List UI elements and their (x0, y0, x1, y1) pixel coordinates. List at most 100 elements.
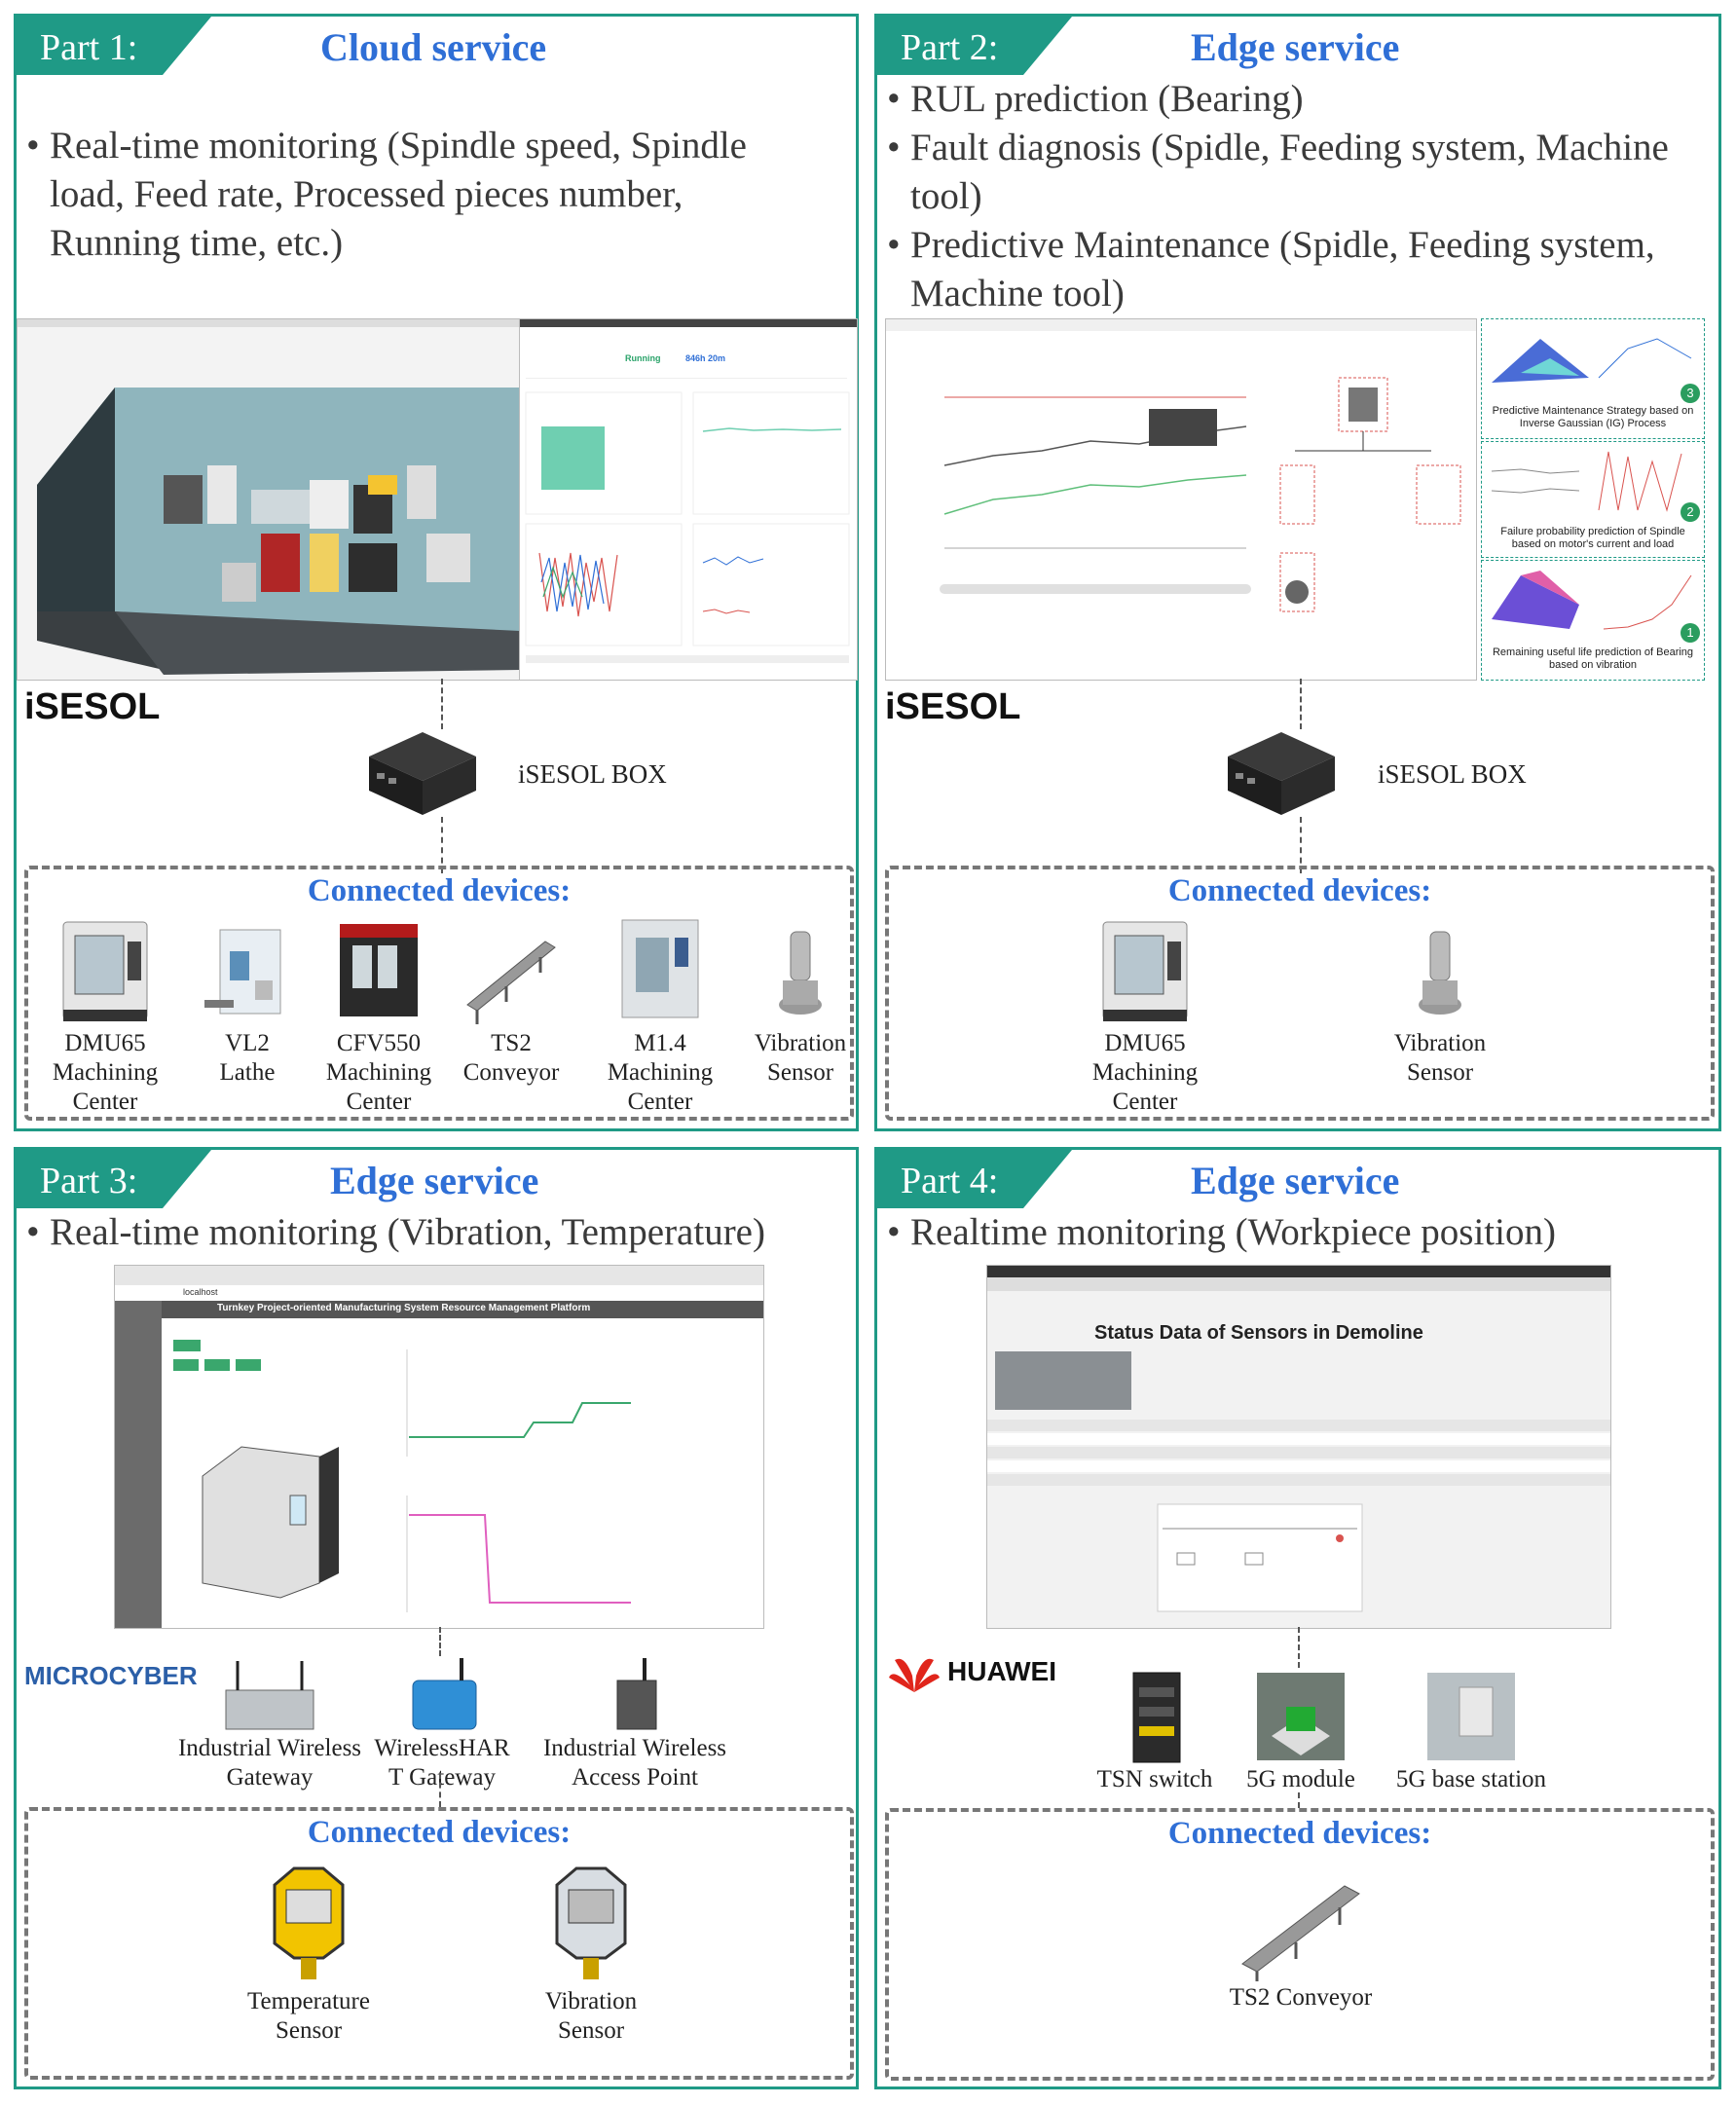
part4-connected-devices: Connected devices: (885, 1808, 1715, 2081)
part4-title: Edge service (1191, 1159, 1400, 1202)
part3-gateway-industrial-wireless: Industrial Wireless Gateway (163, 1656, 377, 1792)
part3-device-temperature: Temperature Sensor (221, 1861, 396, 2046)
sensor-status-content (987, 1351, 1610, 1612)
part1-device-vibration: Vibration Sensor (737, 912, 864, 1088)
part1-connector-top (441, 679, 443, 729)
part1-bullets: Real-time monitoring (Spindle speed, Spi… (26, 122, 805, 268)
factory-3d-view (17, 318, 521, 681)
panel-3-caption: Predictive Maintenance Strategy based on… (1492, 405, 1694, 429)
part1-device-vl2: VL2 Lathe (184, 912, 311, 1088)
part4-connected-title: Connected devices: (1167, 1816, 1432, 1851)
panel-2-caption: Failure probability prediction of Spindl… (1500, 526, 1685, 550)
machining-center-icon (1102, 921, 1188, 1021)
part2-device-vibration: Vibration Sensor (1372, 912, 1508, 1088)
part2-brand-logo: iSESOL (885, 686, 1021, 727)
access-point-icon (616, 1658, 657, 1730)
part1-box-label: iSESOL BOX (518, 759, 667, 789)
part4-5g-module: 5G module (1228, 1668, 1374, 1794)
part1-device-dmu65: DMU65 Machining Center (32, 912, 178, 1117)
part2-bullet-fault: Fault diagnosis (Spidle, Feeding system,… (887, 124, 1724, 221)
machining-center-icon (621, 919, 699, 1018)
wireless-gateway-icon (225, 1661, 314, 1730)
part4-device-ts2-conveyor: TS2 Conveyor (1199, 1866, 1403, 2013)
part3-bullets: Real-time monitoring (Vibration, Tempera… (26, 1208, 854, 1257)
part3-panel: Part 3: Edge service Real-time monitorin… (14, 1147, 859, 2089)
part4-bullet: Realtime monitoring (Workpiece position) (887, 1208, 1715, 1257)
part2-bullets: RUL prediction (Bearing) Fault diagnosis… (887, 75, 1724, 318)
part1-isesol-box-icon (369, 732, 476, 815)
conveyor-icon (466, 941, 556, 1024)
wirelesshart-gateway-icon (412, 1658, 477, 1730)
panel-1-caption: Remaining useful life prediction of Bear… (1492, 646, 1694, 671)
dashboard-charts (525, 391, 850, 663)
panel-3-number: 3 (1681, 384, 1700, 403)
part4-5g-base-station: 5G base station (1374, 1668, 1569, 1794)
vibration-sensor-icon (555, 1866, 627, 1979)
machining-center-icon (62, 921, 148, 1021)
lathe-icon (204, 929, 281, 1015)
part1-tab: Part 1: (17, 17, 211, 75)
5g-base-station-icon (1427, 1673, 1515, 1760)
dashboard-status: Running (625, 353, 661, 363)
failure-probability-panel: 2 Failure probability prediction of Spin… (1481, 441, 1705, 558)
tsn-switch-icon (1132, 1672, 1181, 1763)
panel-2-number: 2 (1681, 502, 1700, 522)
part1-brand-logo: iSESOL (24, 686, 161, 727)
part2-panel: Part 2: Edge service RUL prediction (Bea… (874, 14, 1721, 1131)
part2-bullet-rul: RUL prediction (Bearing) (887, 75, 1724, 124)
part1-connected-title: Connected devices: (307, 873, 572, 908)
vibration-sensor-icon (779, 931, 822, 1015)
part4-brand-logo: HUAWEI (947, 1656, 1056, 1686)
5g-module-icon (1257, 1673, 1345, 1760)
part1-connector-bottom (441, 817, 443, 873)
part3-bullet: Real-time monitoring (Vibration, Tempera… (26, 1208, 854, 1257)
huawei-logo-icon (889, 1658, 940, 1692)
machining-center-icon (340, 924, 418, 1016)
conveyor-icon (1241, 1885, 1360, 1981)
part4-connector-top (1298, 1627, 1300, 1668)
part1-connected-devices: Connected devices: (24, 866, 854, 1121)
part2-box-label: iSESOL BOX (1378, 759, 1527, 789)
edge-prediction-screen (885, 318, 1477, 681)
part1-bullet: Real-time monitoring (Spindle speed, Spi… (26, 122, 805, 268)
part3-brand-logo: MICROCYBER (24, 1661, 198, 1690)
inverse-gaussian-surface (1492, 338, 1692, 383)
part4-bullets: Realtime monitoring (Workpiece position) (887, 1208, 1715, 1257)
part4-connector-bottom (1298, 1792, 1300, 1808)
platform-title: Turnkey Project-oriented Manufacturing S… (217, 1303, 591, 1313)
part2-connector-bottom (1300, 817, 1302, 873)
part1-title: Cloud service (320, 25, 547, 69)
part2-device-dmu65: DMU65 Machining Center (1072, 912, 1218, 1117)
panel-1-number: 1 (1681, 623, 1700, 643)
part2-title: Edge service (1191, 25, 1400, 69)
part2-isesol-box-icon (1228, 732, 1335, 815)
rul-surface-chart (1492, 571, 1692, 630)
sensor-status-screen: Status Data of Sensors in Demoline (986, 1265, 1611, 1629)
failure-probability-charts (1491, 451, 1682, 512)
part4-tsn-switch: TSN switch (1072, 1668, 1237, 1794)
maintenance-strategy-panel: 3 Predictive Maintenance Strategy based … (1481, 318, 1705, 439)
screen-title: Status Data of Sensors in Demoline (1094, 1322, 1423, 1344)
monitoring-platform-screen: localhost Turnkey Project-oriented Manuf… (114, 1265, 764, 1629)
part1-device-ts2: TS2 Conveyor (443, 912, 579, 1088)
rul-prediction-panel: 1 Remaining useful life prediction of Be… (1481, 560, 1705, 681)
browser-url: localhost (183, 1287, 218, 1297)
part3-device-vibration: Vibration Sensor (503, 1861, 679, 2046)
part3-title: Edge service (330, 1159, 539, 1202)
dashboard-running-time: 846h 20m (685, 353, 726, 363)
part3-access-point: Industrial Wireless Access Point (523, 1656, 747, 1792)
cloud-dashboard: Running 846h 20m (519, 318, 858, 681)
part1-panel: Part 1: Cloud service Real-time monitori… (14, 14, 859, 1131)
part1-device-m14: M1.4 Machining Center (587, 912, 733, 1117)
part1-device-cfv550: CFV550 Machining Center (311, 912, 447, 1117)
part2-connector-top (1300, 679, 1302, 729)
part4-tab: Part 4: (877, 1150, 1072, 1208)
platform-charts (173, 1340, 631, 1612)
part2-tab: Part 2: (877, 17, 1072, 75)
part3-connector-bottom (439, 1773, 441, 1807)
part3-connector-top (439, 1627, 441, 1656)
part2-connected-title: Connected devices: (1167, 873, 1432, 908)
part2-bullet-maintenance: Predictive Maintenance (Spidle, Feeding … (887, 221, 1724, 318)
vibration-sensor-icon (1419, 931, 1461, 1015)
part3-connected-devices: Connected devices: (24, 1807, 854, 2080)
